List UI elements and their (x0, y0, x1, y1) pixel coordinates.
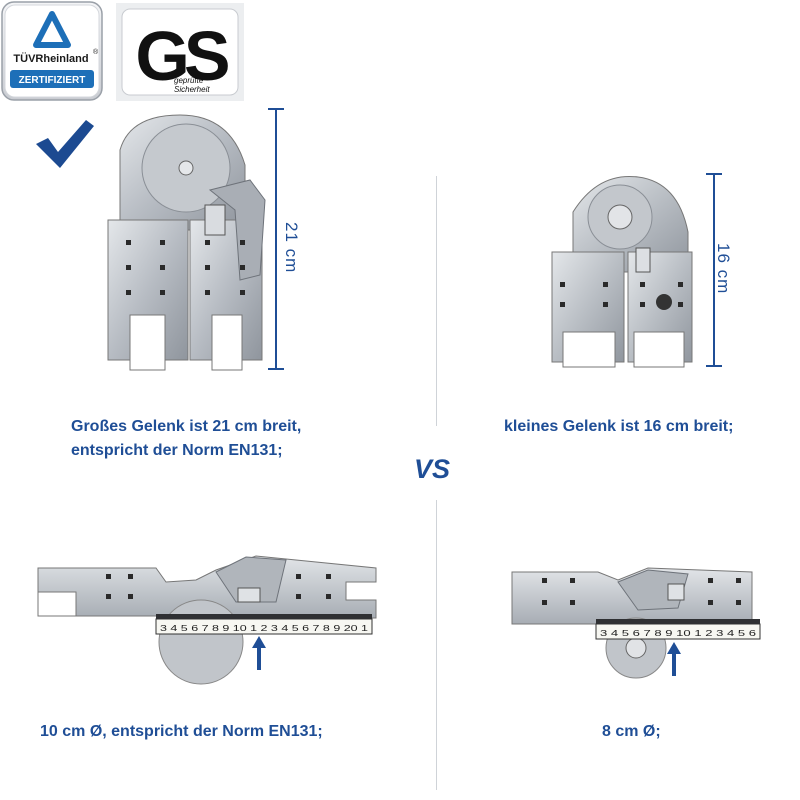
svg-text:®: ® (93, 48, 99, 56)
small-hinge-image (551, 175, 693, 368)
tuv-logo-graphic: TÜVRheinland ® ZERTIFIZIERT (1, 1, 103, 101)
svg-text:Sicherheit: Sicherheit (174, 85, 210, 94)
tuv-rheinland-badge: TÜVRheinland ® ZERTIFIZIERT (1, 1, 103, 101)
ruler-small-digits: 3 4 5 6 7 8 9 10 1 2 3 4 5 6 (600, 629, 757, 638)
caption-large-diameter: 10 cm Ø, entspricht der Norm EN131; (40, 723, 323, 740)
caption-small-diameter: 8 cm Ø; (602, 723, 661, 740)
caption-large-hinge-line2: entspricht der Norm EN131; (71, 442, 283, 459)
svg-text:TÜVRheinland: TÜVRheinland (13, 52, 88, 65)
caption-small-hinge: kleines Gelenk ist 16 cm breit; (504, 415, 733, 439)
dimension-bracket-16cm (706, 173, 722, 367)
arrow-up-icon (252, 636, 266, 670)
large-hinge-image (107, 114, 266, 371)
caption-large-hinge: Großes Gelenk ist 21 cm breit, entsprich… (71, 415, 301, 463)
svg-text:GS: GS (135, 17, 227, 95)
dimension-label-16cm: 16 cm (714, 243, 733, 295)
svg-text:ZERTIFIZIERT: ZERTIFIZIERT (19, 75, 86, 86)
dimension-bracket-21cm (268, 108, 284, 370)
versus-label: VS (414, 454, 451, 484)
large-hinge-open-image: 3 4 5 6 7 8 9 10 1 2 3 4 5 6 7 8 9 20 1 (37, 555, 377, 685)
divider-bottom (436, 500, 437, 790)
gs-safety-badge: GS geprüfte Sicherheit (116, 3, 244, 101)
divider-top (436, 176, 437, 426)
svg-text:geprüfte: geprüfte (174, 76, 204, 85)
ruler-large-digits: 3 4 5 6 7 8 9 10 1 2 3 4 5 6 7 8 9 20 1 (160, 624, 369, 633)
checkmark-icon (36, 120, 94, 168)
caption-small-hinge-line1: kleines Gelenk ist 16 cm breit; (504, 418, 734, 435)
small-hinge-open-image: 3 4 5 6 7 8 9 10 1 2 3 4 5 6 (511, 567, 761, 679)
dimension-label-21cm: 21 cm (282, 222, 301, 274)
arrow-up-icon (667, 642, 681, 676)
caption-large-hinge-line1: Großes Gelenk ist 21 cm breit, (71, 418, 302, 435)
gs-logo-graphic: GS geprüfte Sicherheit (116, 3, 244, 101)
